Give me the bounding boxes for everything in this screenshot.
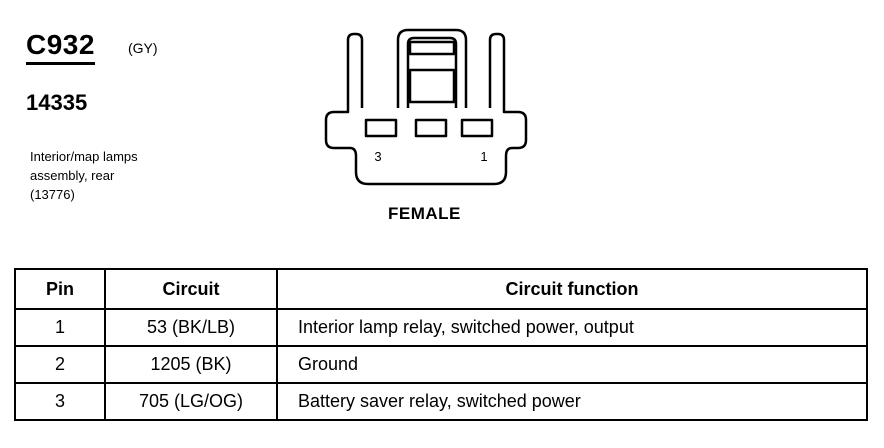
table-row: 1 53 (BK/LB) Interior lamp relay, switch… — [14, 308, 868, 347]
table-row: 2 1205 (BK) Ground — [14, 345, 868, 384]
function-cell: Battery saver relay, switched power — [276, 382, 868, 421]
connector-body-outline — [324, 40, 528, 186]
pin-cell: 3 — [14, 382, 106, 421]
table-row: 3 705 (LG/OG) Battery saver relay, switc… — [14, 382, 868, 421]
component-description: Interior/map lamps assembly, rear (13776… — [30, 147, 138, 204]
header-circuit: Circuit — [104, 268, 278, 310]
lock-frame — [396, 28, 468, 108]
circuit-cell: 1205 (BK) — [104, 345, 278, 384]
connector-id: C932 — [26, 30, 95, 65]
header-pin: Pin — [14, 268, 106, 310]
lock-window — [408, 40, 456, 56]
circuit-cell: 705 (LG/OG) — [104, 382, 278, 421]
connector-gender-label: FEMALE — [388, 204, 461, 223]
lock-tab — [408, 68, 456, 104]
terminal-cavity-2 — [414, 118, 448, 138]
right-latch-arm — [488, 32, 506, 108]
connector-face-diagram: 3 1 — [324, 28, 528, 186]
pin-label-3: 3 — [374, 149, 381, 164]
left-latch-arm — [346, 32, 364, 108]
description-line: (13776) — [30, 187, 75, 202]
description-line: assembly, rear — [30, 168, 115, 183]
table-header-row: Pin Circuit Circuit function — [14, 268, 868, 310]
description-line: Interior/map lamps — [30, 149, 138, 164]
pin-cell: 2 — [14, 345, 106, 384]
function-cell: Ground — [276, 345, 868, 384]
terminal-cavity-1 — [460, 118, 494, 138]
lock-frame-inner — [406, 36, 458, 108]
header-circuit-function: Circuit function — [276, 268, 868, 310]
terminal-cavity-3 — [364, 118, 398, 138]
pin-table: Pin Circuit Circuit function 1 53 (BK/LB… — [14, 268, 868, 421]
connector-color: (GY) — [128, 40, 158, 56]
pin-label-1: 1 — [480, 149, 487, 164]
circuit-cell: 53 (BK/LB) — [104, 308, 278, 347]
function-cell: Interior lamp relay, switched power, out… — [276, 308, 868, 347]
pin-cell: 1 — [14, 308, 106, 347]
part-number: 14335 — [26, 90, 88, 115]
